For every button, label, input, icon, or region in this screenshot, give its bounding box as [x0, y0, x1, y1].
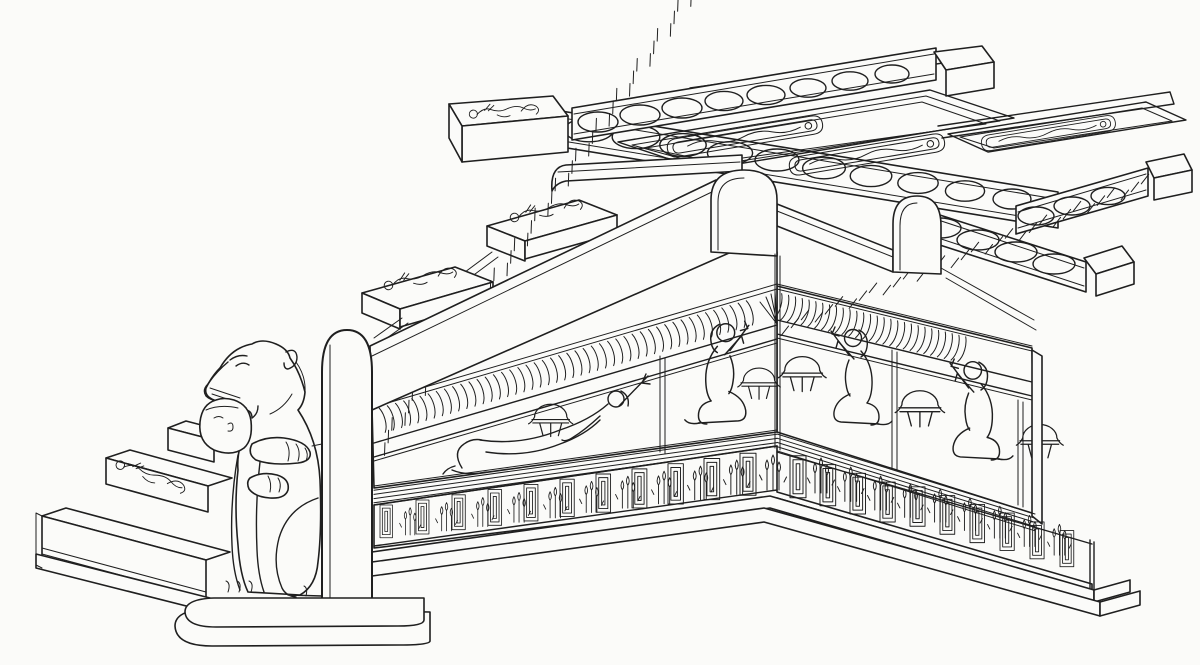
statue-base	[184, 597, 425, 628]
beam-with-column-bases	[571, 45, 995, 141]
stair-step	[35, 507, 231, 613]
corner-pier	[892, 195, 942, 275]
lion-eye	[229, 354, 250, 367]
plinth-end-block	[1093, 579, 1131, 603]
captive-head	[198, 397, 253, 454]
ramp-cheek-wall	[371, 0, 781, 504]
cavetto-cornice	[773, 283, 1033, 363]
corner-piers	[710, 169, 1037, 451]
prostrate-figure	[442, 373, 651, 475]
beam-end-block	[1153, 169, 1193, 201]
panel-divider	[1017, 399, 1024, 508]
parapet	[776, 203, 894, 273]
bottom-steps	[35, 420, 233, 613]
stair-tread	[486, 190, 618, 262]
wall-top-edge	[940, 267, 1037, 331]
dais-front-wall	[773, 173, 1150, 532]
newel-post	[321, 329, 373, 631]
beam-end-block	[1095, 261, 1135, 297]
corner-edge	[774, 253, 781, 451]
wall-end-edge	[1031, 349, 1043, 525]
lion-neck	[269, 361, 306, 415]
worshipper-frieze	[442, 320, 781, 475]
beam-with-column-bases	[1015, 153, 1193, 235]
band-molding	[373, 429, 778, 504]
corner-pier	[710, 169, 778, 257]
torus-molding	[373, 0, 778, 462]
lion-ear	[283, 349, 298, 370]
stair-step	[105, 449, 233, 513]
panel-divider	[659, 355, 666, 455]
cavetto-cornice	[373, 283, 778, 433]
lion-paw	[246, 472, 290, 499]
beam-with-column-bases	[917, 207, 1135, 297]
stair-tread	[361, 258, 494, 330]
thin-beam	[937, 91, 1175, 139]
worshipper-frieze	[777, 326, 1064, 508]
band-molding	[776, 433, 1036, 532]
plinth-end-block	[1099, 590, 1141, 617]
corner-fan	[759, 290, 778, 325]
lion-paw	[249, 436, 323, 465]
beam-end-block	[945, 61, 995, 97]
floor-panel	[947, 101, 1187, 153]
guardian-lion-statue	[174, 340, 431, 647]
staircase	[361, 190, 618, 344]
stair-head-block	[448, 95, 569, 163]
